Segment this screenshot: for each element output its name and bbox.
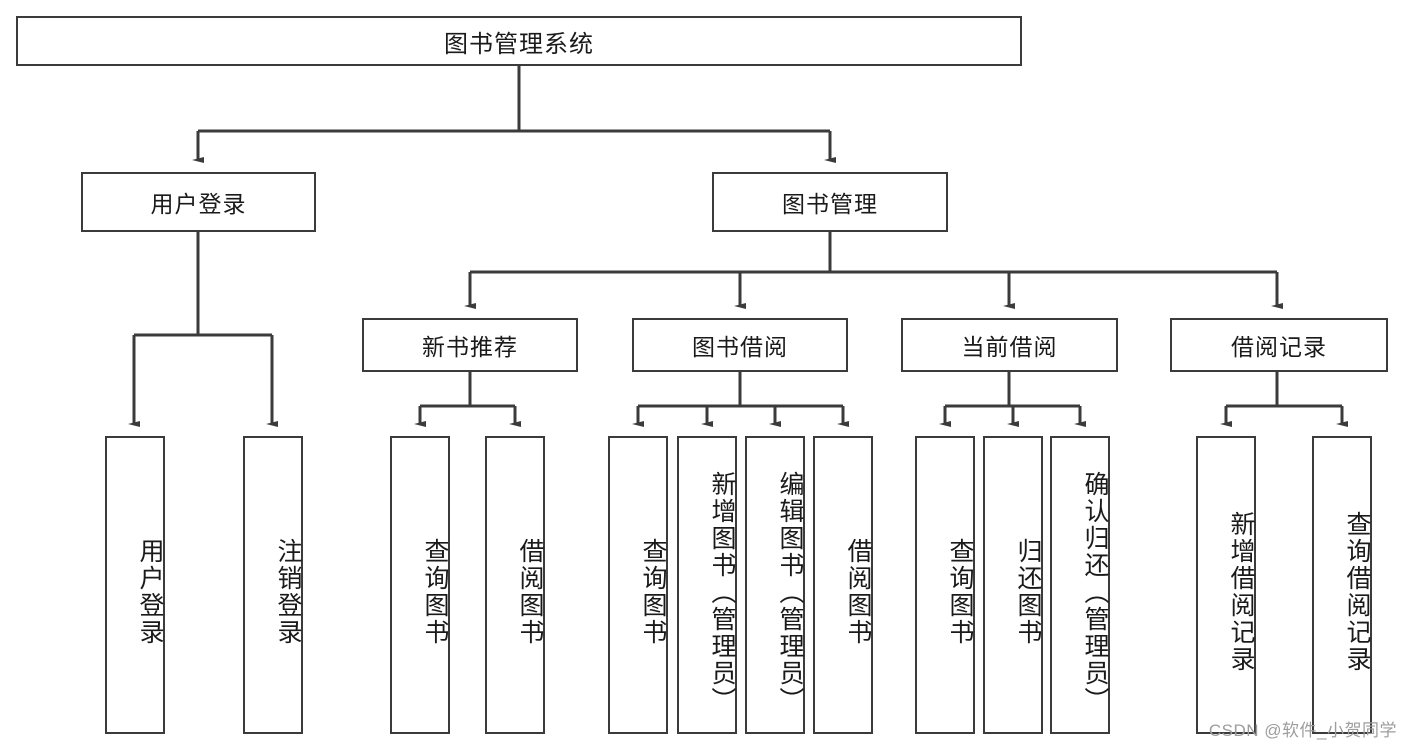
leaf-label: 编辑图书（管理员） <box>776 470 804 714</box>
leaf-label: 注销登录 <box>274 538 302 646</box>
node-root-system[interactable]: 图书管理系统 <box>16 16 1022 66</box>
csdn-watermark: CSDN @软件_小贺同学 <box>1208 721 1397 740</box>
leaf-book-borrow-query[interactable]: 查询图书 <box>608 436 668 734</box>
node-borrow-record[interactable]: 借阅记录 <box>1170 318 1388 372</box>
leaf-borrow-record-query[interactable]: 查询借阅记录 <box>1312 436 1372 734</box>
leaf-new-book-borrow[interactable]: 借阅图书 <box>485 436 545 734</box>
leaf-label: 查询图书 <box>639 538 667 646</box>
leaf-label: 用户登录 <box>136 538 164 646</box>
node-book-borrow[interactable]: 图书借阅 <box>632 318 848 372</box>
leaf-label: 新增借阅记录 <box>1227 511 1255 673</box>
leaf-label: 归还图书 <box>1014 538 1042 646</box>
leaf-current-borrow-confirm-return[interactable]: 确认归还（管理员） <box>1050 436 1110 734</box>
leaf-label: 查询借阅记录 <box>1343 511 1371 673</box>
leaf-new-book-query[interactable]: 查询图书 <box>390 436 450 734</box>
leaf-label: 借阅图书 <box>844 538 872 646</box>
leaf-label: 确认归还（管理员） <box>1081 470 1109 714</box>
leaf-label: 新增图书（管理员） <box>708 470 736 714</box>
leaf-book-borrow-edit[interactable]: 编辑图书（管理员） <box>745 436 805 734</box>
leaf-borrow-record-add[interactable]: 新增借阅记录 <box>1196 436 1256 734</box>
node-new-book-recommend[interactable]: 新书推荐 <box>362 318 578 372</box>
node-current-borrow[interactable]: 当前借阅 <box>901 318 1118 372</box>
leaf-label: 查询图书 <box>421 538 449 646</box>
leaf-label: 查询图书 <box>946 538 974 646</box>
node-book-management[interactable]: 图书管理 <box>712 172 948 232</box>
leaf-book-borrow-borrow[interactable]: 借阅图书 <box>813 436 873 734</box>
leaf-current-borrow-return[interactable]: 归还图书 <box>983 436 1043 734</box>
node-user-login[interactable]: 用户登录 <box>81 172 316 232</box>
leaf-user-login-logout[interactable]: 注销登录 <box>243 436 303 734</box>
leaf-label: 借阅图书 <box>516 538 544 646</box>
leaf-user-login-login[interactable]: 用户登录 <box>105 436 165 734</box>
leaf-current-borrow-query[interactable]: 查询图书 <box>915 436 975 734</box>
leaf-book-borrow-add[interactable]: 新增图书（管理员） <box>677 436 737 734</box>
